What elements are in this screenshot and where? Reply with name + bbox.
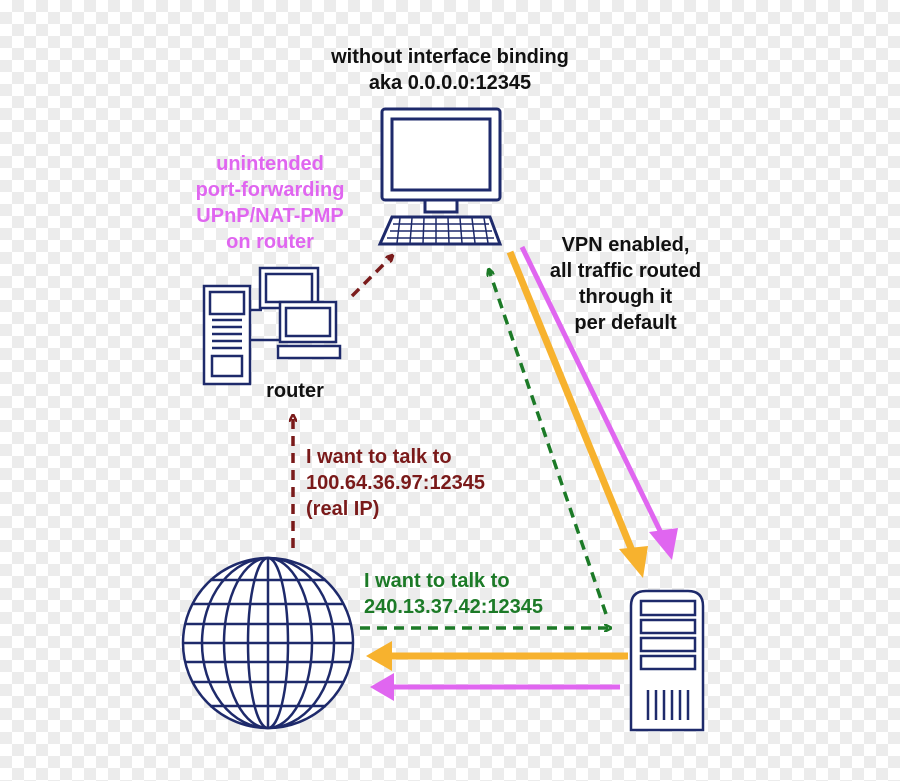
vpn-route-arrow-orange-left	[366, 641, 628, 671]
internet-globe-icon	[181, 556, 355, 730]
upnp-line-3: UPnP/NAT-PMP	[196, 205, 344, 227]
vpn-line-2: all traffic routed	[549, 260, 702, 282]
vpn-line-3: through it	[578, 286, 673, 308]
vpn-forward-arrow	[489, 270, 608, 615]
vpn-route-arrow-violet-left	[370, 673, 620, 701]
vpn-ip-line-2: 240.13.37.42:12345	[364, 596, 544, 618]
vpn-route-arrow-violet-down	[519, 245, 678, 560]
vpn-server-icon	[629, 589, 705, 732]
upnp-annotation: unintended port-forwarding UPnP/NAT-PMP …	[175, 151, 365, 255]
vpn-ip-line-1: I want to talk to	[364, 570, 510, 592]
upnp-line-1: unintended	[216, 153, 324, 175]
vpn-line-1: VPN enabled,	[561, 234, 690, 256]
vpn-route-arrow-orange-down	[506, 250, 648, 578]
title-line-1: without interface binding	[331, 46, 569, 68]
real-ip-line-1: I want to talk to	[306, 446, 452, 468]
title-line-2: aka 0.0.0.0:12345	[368, 72, 532, 94]
real-ip-line-2: 100.64.36.97:12345	[306, 472, 486, 494]
real-ip-message: I want to talk to 100.64.36.97:12345 (re…	[306, 444, 485, 522]
vpn-line-4: per default	[574, 312, 677, 334]
port-forward-arrow	[350, 256, 392, 298]
vpn-ip-message: I want to talk to 240.13.37.42:12345	[364, 568, 543, 620]
computer-title-label: without interface binding aka 0.0.0.0:12…	[290, 44, 610, 96]
desktop-computer-icon	[377, 107, 503, 246]
upnp-line-2: port-forwarding	[195, 179, 345, 201]
router-label: router	[266, 380, 324, 402]
real-ip-line-3: (real IP)	[306, 498, 380, 520]
vpn-annotation: VPN enabled, all traffic routed through …	[528, 232, 723, 336]
router-icon	[202, 266, 342, 386]
upnp-line-4: on router	[226, 231, 314, 253]
